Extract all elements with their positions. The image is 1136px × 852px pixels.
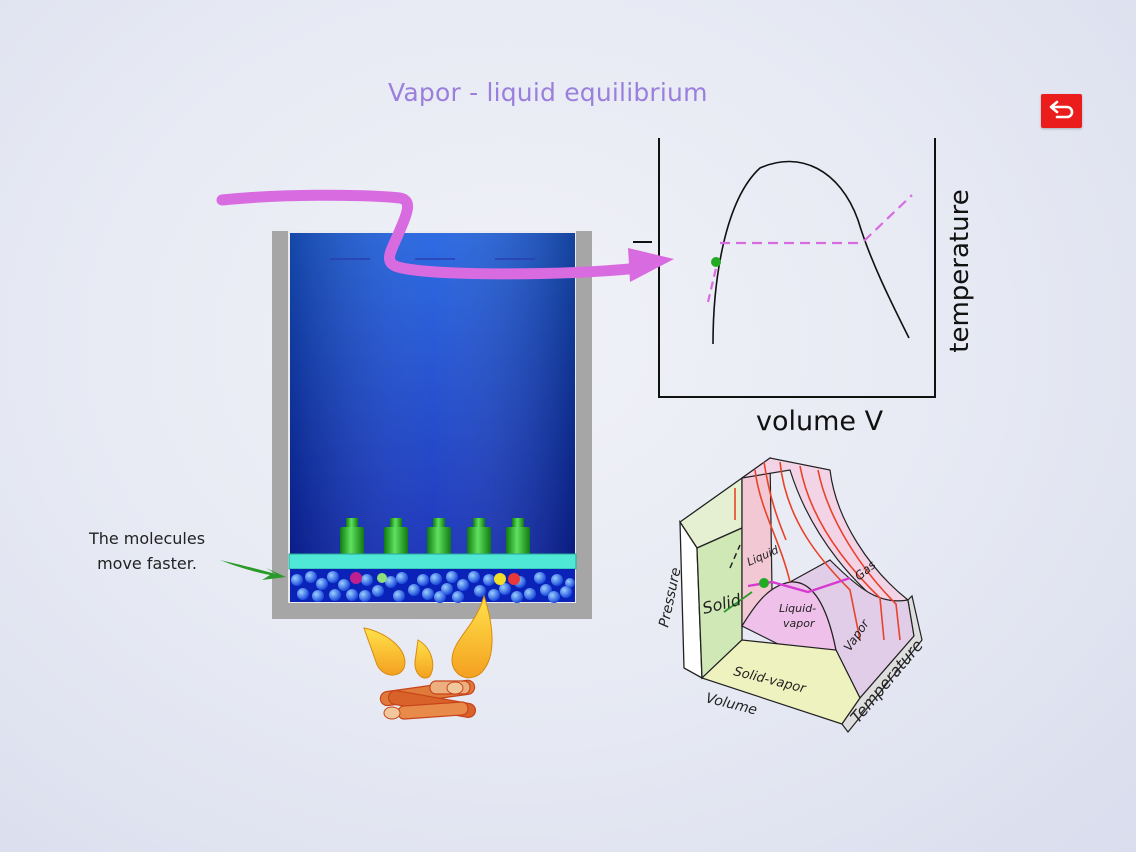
- weight: [506, 518, 530, 554]
- liquid-line: [706, 263, 719, 303]
- annotation-arrow: [216, 189, 674, 282]
- back-button[interactable]: [1041, 94, 1082, 128]
- pvt-liquid-vapor-label-2: vapor: [783, 617, 816, 630]
- vapor-line: [863, 194, 913, 242]
- weight: [384, 518, 408, 554]
- state-point: [711, 257, 721, 267]
- saturation-dome: [712, 160, 910, 345]
- weight: [340, 518, 364, 554]
- caption-line-2: move faster.: [97, 554, 197, 573]
- pointer-arrow: [220, 560, 286, 580]
- page-title: Vapor - liquid equilibrium: [388, 78, 708, 107]
- campfire-icon: [363, 594, 493, 720]
- pvt-volume-label: Volume: [704, 690, 759, 718]
- caption-line-1: The molecules: [88, 529, 206, 548]
- weight: [467, 518, 491, 554]
- pvt-pressure-label: Pressure: [656, 566, 684, 629]
- volume-axis-label: volume V: [756, 406, 884, 437]
- tv-graph: [633, 138, 936, 398]
- pvt-liquid-vapor-label-1: Liquid-: [779, 602, 816, 615]
- weight: [427, 518, 451, 554]
- piston-weights: [340, 518, 530, 554]
- caption: The molecules move faster.: [72, 526, 222, 576]
- molecules: [290, 569, 575, 603]
- return-arrow-icon: [1049, 100, 1074, 119]
